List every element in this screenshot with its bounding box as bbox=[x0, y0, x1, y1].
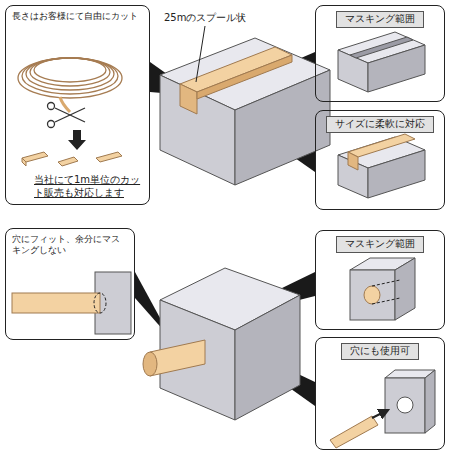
tape-block-small bbox=[338, 134, 425, 198]
cube-block bbox=[160, 268, 300, 420]
rod bbox=[143, 340, 205, 376]
tape-strip bbox=[180, 47, 292, 114]
callout-heading: サイズに柔軟に対応 bbox=[326, 116, 434, 133]
spool-label: 25mのスプール状 bbox=[162, 11, 248, 25]
cut-arrow bbox=[68, 130, 86, 150]
callout-heading: 穴にも使用可 bbox=[341, 343, 419, 360]
callout-heading: マスキング範囲 bbox=[336, 236, 424, 253]
leader-line bbox=[196, 26, 205, 82]
box-ground bbox=[5, 5, 445, 450]
rod-fit bbox=[12, 272, 131, 334]
callout-box: サイズに柔軟に対応 bbox=[315, 110, 445, 210]
tape-spool bbox=[18, 58, 122, 112]
callout-box: 穴にフィット、余分にマスキングしない bbox=[5, 228, 135, 340]
callout-heading: マスキング範囲 bbox=[336, 11, 424, 28]
callout-box: 長さはお客様にて自由にカット当社にて1m単位のカット販売も対応します bbox=[5, 5, 150, 205]
hole-cube-small bbox=[350, 258, 415, 320]
grooved-block-small bbox=[338, 32, 425, 92]
callout-text: 当社にて1m単位のカット販売も対応します bbox=[34, 174, 146, 199]
scissors bbox=[48, 103, 86, 128]
cut-pieces bbox=[22, 152, 122, 166]
callout-box: マスキング範囲 bbox=[315, 5, 445, 102]
callout-box: 穴にも使用可 bbox=[315, 337, 445, 450]
callout-text: 長さはお客様にて自由にカット bbox=[6, 6, 149, 22]
callout-box: マスキング範囲 bbox=[315, 230, 445, 330]
grooved-block bbox=[160, 38, 330, 185]
callout-text: 穴にフィット、余分にマスキングしない bbox=[6, 229, 134, 257]
hole-plate bbox=[330, 370, 435, 448]
